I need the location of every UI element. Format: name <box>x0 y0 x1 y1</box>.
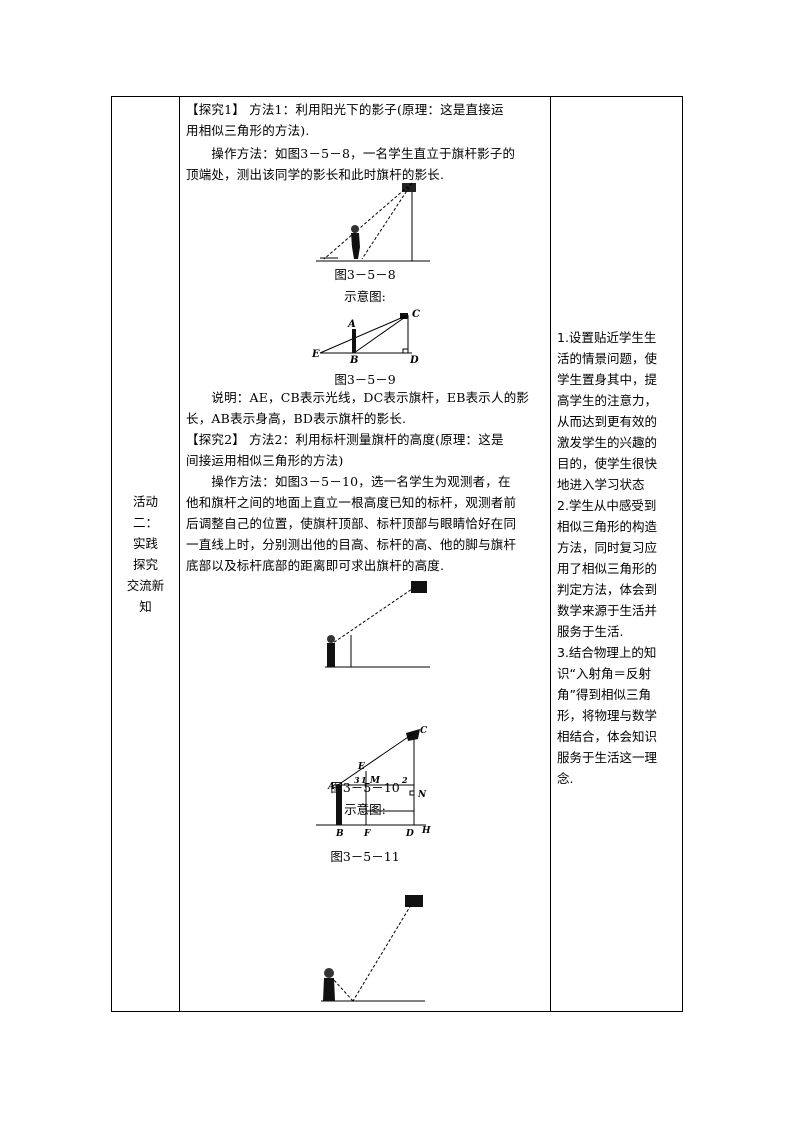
text-line: 顶端处，测出该同学的影长和此时旗杆的影长. <box>186 167 445 182</box>
note-line: 判定方法，体会到 <box>557 582 658 597</box>
note-line: 服务于生活. <box>557 624 624 639</box>
lesson-table: 活动 二： 实践 探究 交流新 知 【探究1】 方法1：利用阳光下的影子(原理：… <box>111 96 683 1012</box>
activity-label: 活动 二： 实践 探究 交流新 知 <box>126 491 166 617</box>
activity-label-line: 知 <box>139 599 152 614</box>
explore2-intro: 【探究2】 方法2：利用标杆测量旗杆的高度(原理：这是 间接运用相似三角形的方法… <box>186 429 546 471</box>
figure-3-5-8 <box>316 182 430 262</box>
note-line: 数学来源于生活并 <box>557 603 658 618</box>
activity-label-line: 实践 <box>132 536 158 551</box>
angle-label: 1 <box>361 775 367 785</box>
note-line: 方法，同时复习应 <box>557 540 658 555</box>
point-label: D <box>405 829 414 839</box>
point-label: E <box>357 762 365 772</box>
note-line: 高学生的注意力， <box>557 393 658 408</box>
point-label: C <box>412 309 420 320</box>
point-label: N <box>417 790 427 800</box>
explore1-explanation: 说明：AE，CB表示光线，DC表示旗杆，EB表示人的影 长，AB表示身高，BD表… <box>186 387 546 429</box>
note-line: 相似三角形的构造 <box>557 519 658 534</box>
point-label: H <box>421 826 431 836</box>
text-line: 【探究1】 方法1：利用阳光下的影子(原理：这是直接运 <box>186 102 504 117</box>
note-line: 3.结合物理上的知 <box>557 645 657 660</box>
figure-3-5-11: A B C D E F H M N 3 1 2 <box>316 726 431 839</box>
point-label: B <box>335 829 344 839</box>
text-line: 一直线上时，分别测出他的目高、标杆的高、他的脚与旗杆 <box>186 537 517 552</box>
column-divider-2 <box>550 97 551 1011</box>
note-line: 1.设置贴近学生生 <box>557 330 657 345</box>
text-line: 说明：AE，CB表示光线，DC表示旗杆，EB表示人的影 <box>186 390 530 405</box>
text-line: 操作方法：如图3－5－10，选一名学生为观测者，在 <box>186 474 511 489</box>
note-line: 激发学生的兴趣的 <box>557 435 658 450</box>
fig1-caption: 图3－5－8 <box>334 267 396 282</box>
figure-3-5-10 <box>325 581 430 668</box>
explore1-operation: 操作方法：如图3－5－8，一名学生直立于旗杆影子的 顶端处，测出该同学的影长和此… <box>186 143 546 185</box>
note-line: 形，将物理与数学 <box>557 708 658 723</box>
note-line: 念. <box>557 771 574 786</box>
note-line: 识“入射角＝反射 <box>557 666 651 681</box>
schematic-label: 示意图: <box>344 289 386 304</box>
point-label: M <box>369 776 381 786</box>
point-label: F <box>363 829 371 839</box>
schematic-label-2: 示意图: <box>344 802 386 817</box>
text-line: 用相似三角形的方法). <box>186 123 310 138</box>
angle-label: 3 <box>354 775 360 785</box>
note-line: 学生置身其中，提 <box>557 372 658 387</box>
text-line: 他和旗杆之间的地面上直立一根高度已知的标杆，观测者前 <box>186 495 517 510</box>
design-intent-text: 1.设置贴近学生生 活的情景问题，使 学生置身其中，提 高学生的注意力， 从而达… <box>557 327 679 789</box>
text-line: 间接运用相似三角形的方法) <box>186 453 344 468</box>
point-label: D <box>409 355 419 366</box>
explore2-operation: 操作方法：如图3－5－10，选一名学生为观测者，在 他和旗杆之间的地面上直立一根… <box>186 471 546 576</box>
activity-label-line: 二： <box>132 515 158 530</box>
text-line: 操作方法：如图3－5－8，一名学生直立于旗杆影子的 <box>186 146 516 161</box>
point-label: B <box>349 355 358 366</box>
note-line: 角”得到相似三角 <box>557 687 651 702</box>
point-label: C <box>420 726 428 736</box>
note-line: 用了相似三角形的 <box>557 561 658 576</box>
note-line: 目的，使学生很快 <box>557 456 658 471</box>
fig2-caption: 图3－5－9 <box>334 372 396 387</box>
text-line: 长，AB表示身高，BD表示旗杆的影长. <box>186 411 407 426</box>
note-line: 活的情景问题，使 <box>557 351 658 366</box>
content-cell: 【探究1】 方法1：利用阳光下的影子(原理：这是直接运 用相似三角形的方法). … <box>180 97 550 1011</box>
explore1-intro: 【探究1】 方法1：利用阳光下的影子(原理：这是直接运 用相似三角形的方法). <box>186 99 546 141</box>
note-line: 从而达到更有效的 <box>557 414 658 429</box>
activity-label-line: 活动 <box>132 494 158 509</box>
note-line: 服务于生活这一理 <box>557 750 658 765</box>
activity-cell: 活动 二： 实践 探究 交流新 知 <box>112 97 179 1011</box>
point-label: E <box>311 349 320 360</box>
text-line: 底部以及标杆底部的距离即可求出旗杆的高度. <box>186 558 445 573</box>
activity-label-line: 探究 <box>132 557 158 572</box>
text-line: 后调整自己的位置，使旗杆顶部、标杆顶部与眼睛恰好在同 <box>186 516 517 531</box>
note-line: 2.学生从中感受到 <box>557 498 657 513</box>
text-line: 【探究2】 方法2：利用标杆测量旗杆的高度(原理：这是 <box>186 432 504 447</box>
angle-label: 2 <box>401 775 408 785</box>
figure-mirror <box>321 895 425 1002</box>
figure-3-5-9: A B C D E <box>311 309 420 366</box>
point-label: A <box>327 782 335 792</box>
design-intent-cell: 1.设置贴近学生生 活的情景问题，使 学生置身其中，提 高学生的注意力， 从而达… <box>551 97 683 1011</box>
note-line: 相结合，体会知识 <box>557 729 658 744</box>
fig3-caption: 图3－5－10 <box>330 780 400 795</box>
point-label: A <box>347 319 356 330</box>
fig4-caption: 图3－5－11 <box>330 849 400 864</box>
activity-label-line: 交流新 <box>126 578 165 593</box>
note-line: 地进入学习状态 <box>557 477 645 492</box>
column-divider-1 <box>179 97 180 1011</box>
